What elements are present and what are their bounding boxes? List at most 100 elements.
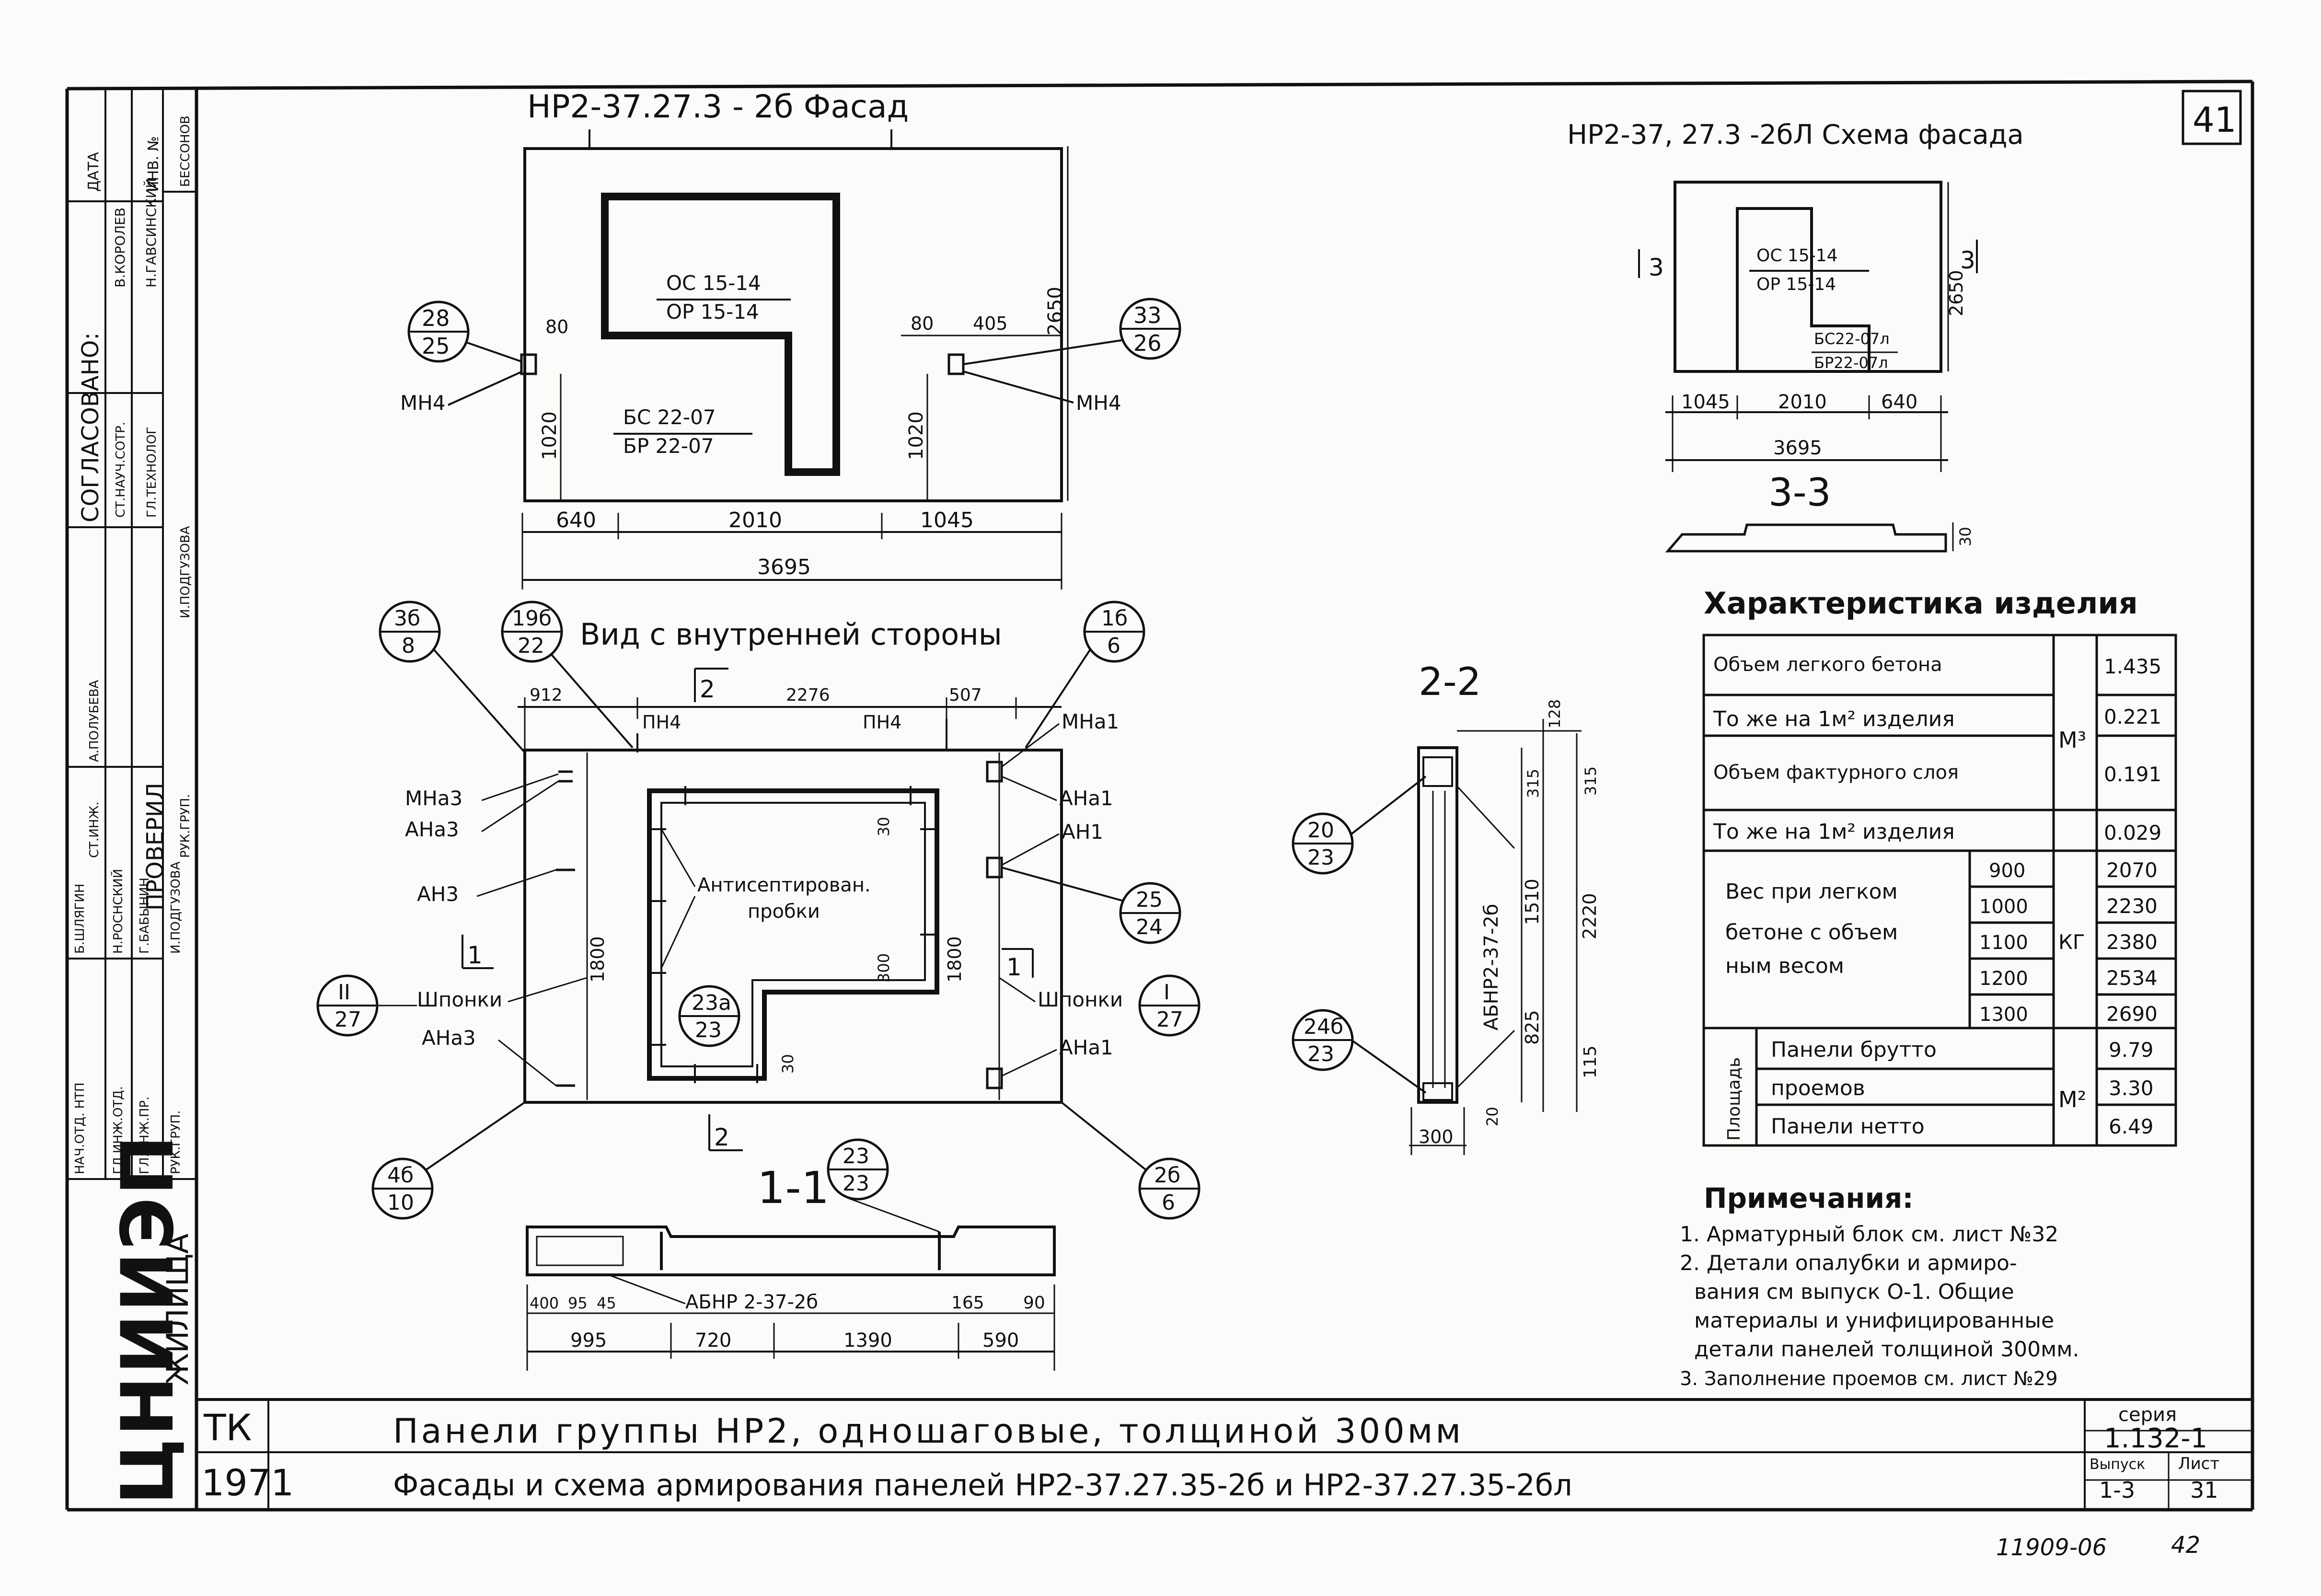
circle-I-top: I (1164, 980, 1170, 1005)
circle-19b-bot: 22 (518, 634, 544, 658)
facade-dim-1020b: 1020 (905, 411, 927, 460)
bottom-code: 11909-06 (1996, 1534, 2107, 1561)
section22-dim-1510: 1510 (1522, 879, 1543, 925)
char-w1-v: 2070 (2106, 858, 2158, 882)
char-area-label: Площадь (1724, 1057, 1744, 1141)
scheme-dim-640: 640 (1881, 391, 1917, 413)
sidebar-role-3: ГЛ.ИНЖ.ПР. (138, 1097, 152, 1174)
facade-c1-top: 28 (422, 305, 450, 331)
circle-3b-top: 3б (394, 606, 420, 631)
facade-dim-640: 640 (556, 508, 596, 532)
section22-dim-20: 20 (1483, 1107, 1501, 1126)
char-w5-d: 1300 (1979, 1004, 2028, 1026)
facade-dim-2010: 2010 (728, 508, 782, 532)
inner-sec-top: 2 (700, 675, 715, 703)
char-a3-value: 6.49 (2109, 1115, 2154, 1138)
sidebar-sname-2: И.ПОДГУЗОВА (178, 526, 193, 618)
notes-n2-3: материалы и унифицированные (1694, 1308, 2054, 1333)
section22-dim-2220: 2220 (1579, 893, 1600, 939)
section22-dim-315a: 315 (1524, 769, 1542, 798)
inner-ana1b: АНа1 (1059, 1036, 1113, 1059)
sidebar-agr-name-2: Н.ГАВСИНСКИЙ (143, 178, 159, 288)
tb-list: 31 (2190, 1477, 2218, 1503)
char-w1-d: 900 (1989, 860, 2025, 882)
section11-dim-400: 400 (530, 1294, 559, 1312)
sidebar-data: ДАТА (85, 152, 102, 192)
section22-dim-300: 300 (1419, 1126, 1454, 1147)
facade-mn-right: МН4 (1076, 391, 1121, 415)
sidebar-agr-role-1: СТ.НАУЧ.СОТР. (114, 422, 128, 518)
circle-1b-top: 1б (1101, 606, 1128, 631)
inner-pn-right: ПН4 (863, 712, 901, 733)
sidebar-zhilishcha: ЖИЛИЩА (160, 1234, 195, 1385)
circle-3b-bot: 8 (402, 634, 415, 658)
notes-n3: 3. Заполнение проемов см. лист №29 (1680, 1368, 2058, 1390)
char-w5-v: 2690 (2106, 1002, 2158, 1026)
section11-title: 1-1 (757, 1162, 829, 1214)
section11-dim-590: 590 (982, 1330, 1019, 1352)
section-2-2: 2-2 АБНР2-37-2б 128 315 315 1510 2220 82… (1292, 659, 1600, 1155)
scheme-dim-3695: 3695 (1773, 437, 1822, 459)
scheme-dim-h: 2650 (1946, 270, 1967, 316)
facade-mn-left: МН4 (400, 391, 446, 415)
scheme-dim-1045: 1045 (1681, 391, 1730, 413)
sidebar-name-4: И.ПОДГУЗОВА (169, 861, 183, 954)
char-weight-label-3: ным весом (1725, 954, 1844, 978)
titleblock: ТК 1971 Панели группы НР2, одношаговые, … (201, 100, 2237, 1561)
inner-shponki-r: Шпонки (1038, 988, 1123, 1011)
char-weight-label-1: Вес при легком (1725, 879, 1898, 904)
section11-circle-bot: 23 (843, 1171, 869, 1196)
frame (65, 80, 2254, 1512)
circle-19b-top: 19б (512, 606, 552, 631)
inner-pn-left: ПН4 (642, 712, 681, 733)
inner-dim-912: 912 (530, 685, 563, 705)
sidebar-text: СОГЛАСОВАНО: ДАТА ИНВ. № В.КОРОЛЕВ Н.ГАВ… (73, 116, 195, 1505)
inner-dim-1800b: 1800 (944, 936, 965, 983)
facade-window-1: ОС 15-14 (666, 271, 761, 295)
facade-dim-3695: 3695 (757, 555, 811, 579)
facade-window-2: ОР 15-14 (666, 300, 759, 324)
facade-dim-2650: 2650 (1044, 287, 1066, 335)
circle-25-bot: 24 (1136, 915, 1163, 939)
inner-probki-1: Антисептирован. (697, 874, 871, 896)
char-w4-d: 1200 (1979, 968, 2028, 990)
inner-view: Вид с внутренней стороны Антисептирован.… (316, 601, 1201, 1220)
inner-title: Вид с внутренней стороны (580, 617, 1002, 652)
sidebar-srank-1: СТ.ИНЖ. (87, 801, 102, 858)
circle-I-bot: 27 (1156, 1007, 1183, 1032)
section22-c24-top: 24б (1304, 1015, 1343, 1039)
tb-title2: Фасады и схема армирования панелей НР2-3… (393, 1468, 1572, 1503)
sidebar-srank-2: РУК.ГРУП. (178, 794, 193, 858)
char-w4-v: 2534 (2106, 966, 2158, 990)
facade-dim-1045: 1045 (920, 508, 974, 532)
section11-dim-45: 45 (597, 1294, 616, 1312)
char-a1-value: 9.79 (2109, 1038, 2154, 1062)
circle-II-bot: 27 (335, 1007, 361, 1032)
inner-ana3: АНа3 (405, 818, 459, 841)
sidebar-role-4: РУК.ГРУП. (169, 1110, 183, 1174)
char-r4-label: То же на 1м² изделия (1713, 820, 1955, 844)
scheme-door-2: БР22-07л (1814, 354, 1888, 372)
section22-label: АБНР2-37-2б (1480, 904, 1502, 1030)
inner-dim-1800a: 1800 (587, 936, 608, 983)
scheme-sec-left: 3 (1649, 254, 1664, 281)
char-r4-value: 0.029 (2104, 821, 2161, 844)
sidebar-logo: ЦНИИЭП (106, 1133, 190, 1505)
circle-1b-bot: 6 (1107, 634, 1120, 658)
inner-dim-30b: 30 (779, 1054, 797, 1074)
char-a3-label: Панели нетто (1771, 1114, 1925, 1139)
tb-vypusk-label: Выпуск (2090, 1456, 2145, 1473)
sidebar (67, 89, 196, 1180)
char-a1-label: Панели брутто (1771, 1038, 1937, 1062)
inner-mna1: МНа1 (1062, 710, 1119, 733)
char-title: Характеристика изделия (1704, 586, 2138, 621)
char-weight-unit: КГ (2058, 930, 2085, 954)
tb-list-label: Лист (2178, 1454, 2219, 1473)
section22-dim-128: 128 (1546, 699, 1564, 729)
inner-an1: АН1 (1062, 820, 1103, 844)
sidebar-name-1: Б.ШЛЯГИН (73, 884, 87, 954)
section22-c20-bot: 23 (1307, 845, 1334, 870)
section11-dim-165: 165 (951, 1293, 984, 1313)
char-r1-label: Объем легкого бетона (1713, 654, 1942, 676)
section22-dim-115: 115 (1581, 1045, 1600, 1078)
